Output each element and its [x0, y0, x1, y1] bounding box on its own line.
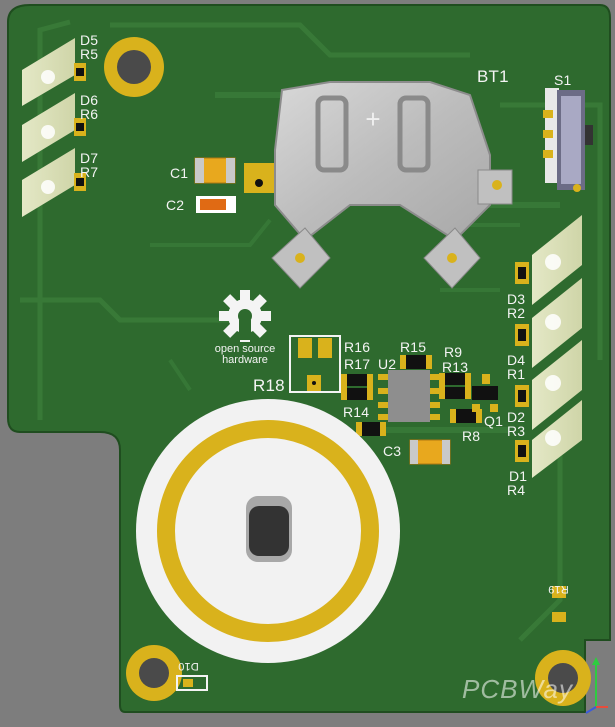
osh-logo-text: open source hardware: [200, 344, 290, 366]
ic-u2: [378, 370, 440, 422]
slide-switch-s1: [543, 88, 593, 192]
label-c1: C1: [170, 165, 189, 181]
label-s1: S1: [554, 72, 572, 88]
label-r14: R14: [343, 404, 370, 420]
label-r1: R1: [507, 366, 526, 382]
label-r7: R7: [80, 164, 99, 180]
label-r8: R8: [462, 428, 481, 444]
label-d2: D2: [507, 409, 526, 425]
label-r9: R9: [444, 344, 463, 360]
label-c2: C2: [166, 197, 185, 213]
right-led-strip: [515, 215, 582, 478]
osh-line-1: open source: [214, 343, 276, 355]
label-d5: D5: [80, 32, 99, 48]
left-led-strip: [22, 38, 86, 217]
svg-text:+: +: [365, 104, 380, 134]
label-r5: R5: [80, 46, 99, 62]
label-d6: D6: [80, 92, 99, 108]
label-d10: D10: [178, 660, 199, 672]
label-bt1: BT1: [477, 67, 509, 86]
label-r3: R3: [507, 423, 526, 439]
inductive-coil: [136, 399, 400, 663]
label-c3: C3: [383, 443, 402, 459]
label-r2: R2: [507, 305, 526, 321]
label-d7: D7: [80, 150, 99, 166]
label-d3: D3: [507, 291, 526, 307]
label-r19: R19: [548, 583, 569, 595]
label-q1: Q1: [484, 413, 504, 429]
osh-gear-logo: [219, 290, 271, 342]
battery-holder: +: [244, 81, 513, 289]
pcbway-watermark: PCBWay: [462, 674, 573, 704]
label-r4: R4: [507, 482, 526, 498]
label-d4: D4: [507, 352, 526, 368]
label-d1: D1: [509, 468, 528, 484]
osh-line-2: hardware: [222, 354, 268, 366]
label-r16: R16: [344, 339, 371, 355]
label-r13: R13: [442, 359, 469, 375]
label-r17: R17: [344, 356, 371, 372]
axis-gizmo-icon: [585, 657, 608, 714]
label-u2: U2: [378, 356, 397, 372]
label-r18: R18: [253, 376, 285, 395]
transistor-q1: [472, 374, 498, 412]
label-r15: R15: [400, 339, 427, 355]
label-r6: R6: [80, 106, 99, 122]
